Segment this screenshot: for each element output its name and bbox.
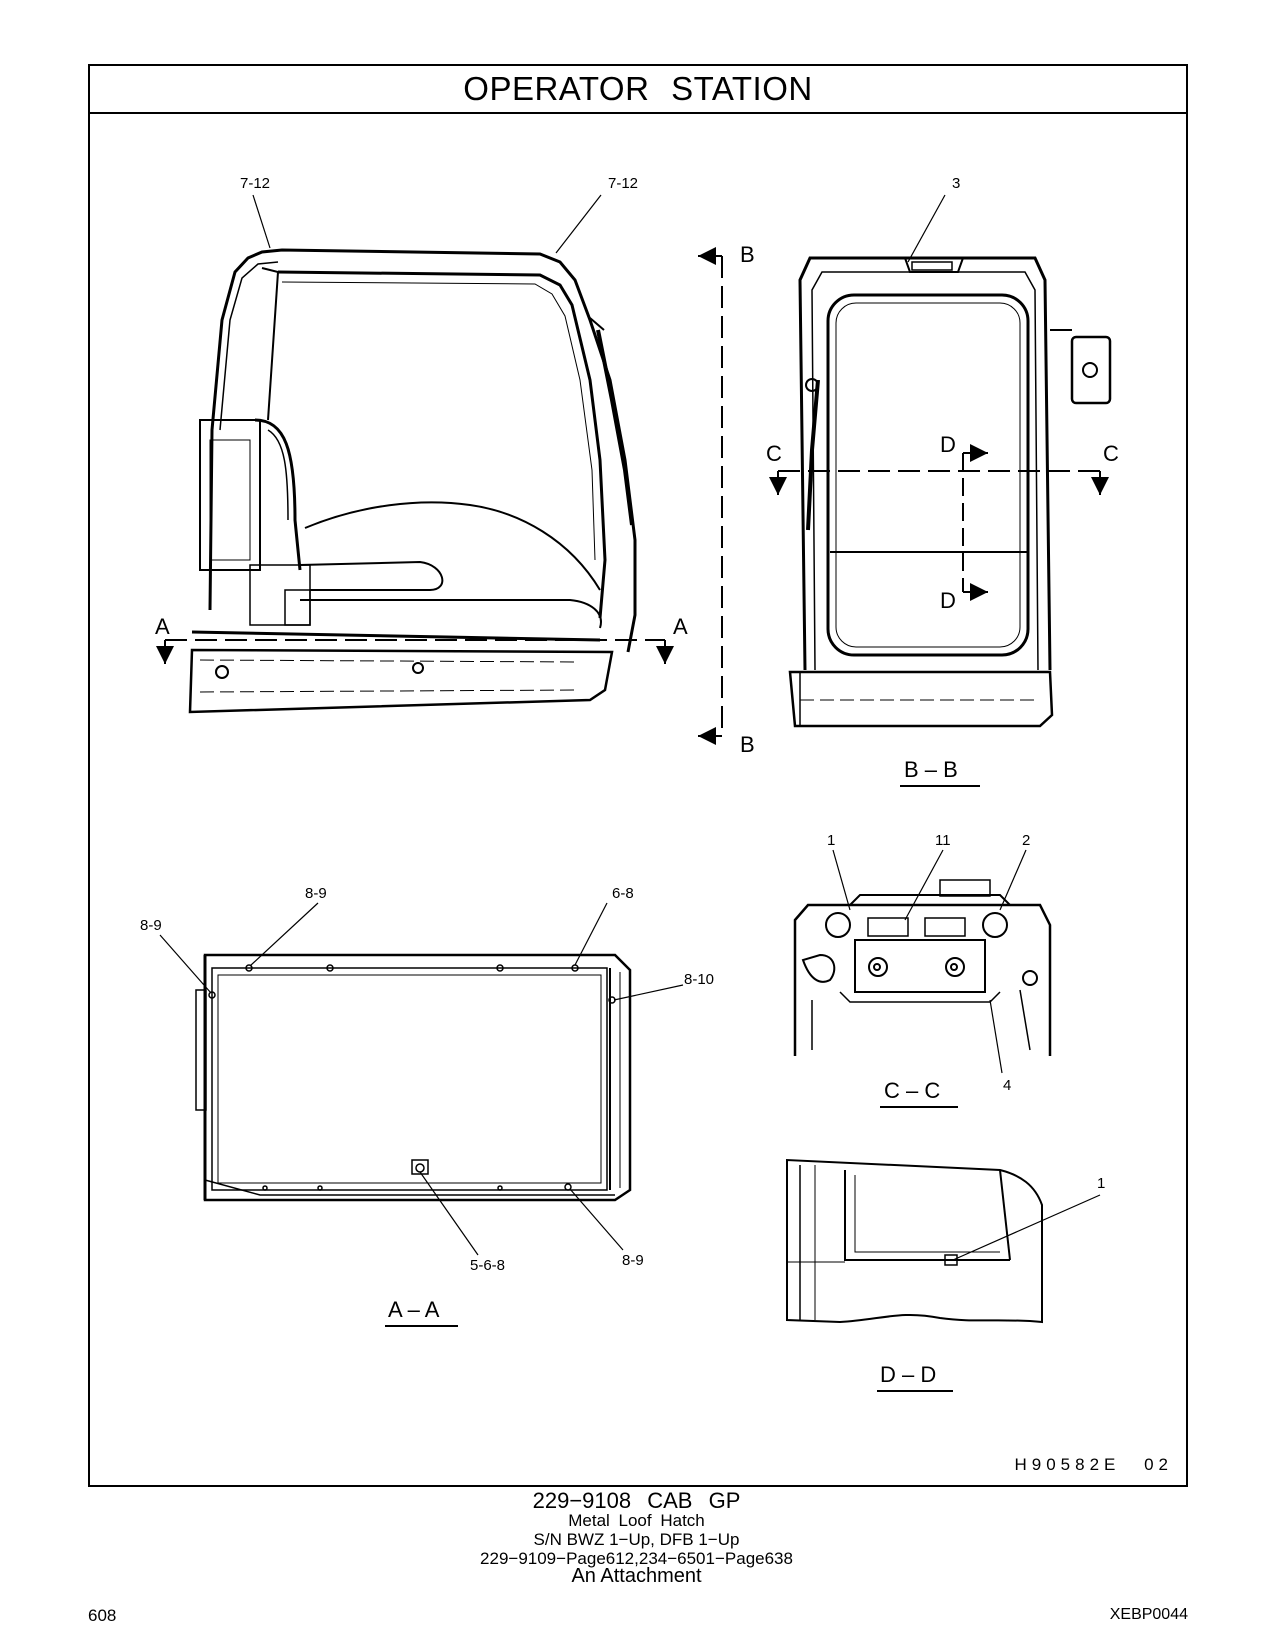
callout-8-10: 8-10 [684, 971, 714, 988]
section-a-a-view [159, 902, 684, 1256]
caption-part-number: 229−9108 CAB GP [532, 1488, 741, 1513]
section-mark-a-right: A [673, 614, 688, 639]
section-c-c-view [793, 849, 1052, 1074]
callout-1-dd: 1 [1097, 1175, 1105, 1192]
drawing-frame: OPERATOR STATION [88, 64, 1188, 1487]
callout-2: 2 [1022, 832, 1030, 849]
view-title-d-d: D – D [880, 1362, 936, 1387]
section-mark-d-bottom: D [940, 588, 956, 613]
section-line-b [698, 247, 723, 745]
section-mark-c-right: C [1103, 441, 1119, 466]
view-title-underlines [385, 785, 980, 1392]
caption-serial-numbers: S/N BWZ 1−Up, DFB 1−Up [533, 1530, 740, 1549]
caption-page-references: 229−9109−Page612,234−6501−Page638 [480, 1549, 793, 1568]
callout-4: 4 [1003, 1077, 1011, 1094]
callout-7-12-right: 7-12 [608, 175, 638, 192]
section-line-d [962, 444, 988, 601]
document-id: XEBP0044 [1109, 1606, 1188, 1623]
section-line-c [769, 470, 1109, 495]
callout-8-9-left: 8-9 [140, 917, 162, 934]
section-mark-d-top: D [940, 432, 956, 457]
caption-description: Metal Loof Hatch [568, 1511, 705, 1530]
callout-11: 11 [935, 832, 951, 849]
callout-1-cc: 1 [827, 832, 835, 849]
page-title: OPERATOR STATION [90, 66, 1186, 114]
drawing-id: H90582E 02 [1014, 1455, 1173, 1474]
section-d-d-view [786, 1158, 1101, 1324]
section-mark-c-left: C [766, 441, 782, 466]
caption-attachment: An Attachment [571, 1565, 702, 1587]
cab-side-view [188, 194, 637, 714]
cab-front-view [788, 194, 1112, 728]
callout-5-6-8: 5-6-8 [470, 1257, 505, 1274]
page-number: 608 [88, 1606, 117, 1625]
view-title-b-b: B – B [904, 757, 958, 782]
callout-7-12-left: 7-12 [240, 175, 270, 192]
section-mark-b-bottom: B [740, 732, 755, 757]
callout-6-8: 6-8 [612, 885, 634, 902]
section-mark-a-left: A [155, 614, 170, 639]
section-mark-b-top: B [740, 242, 755, 267]
callout-3: 3 [952, 175, 960, 192]
section-line-a [156, 639, 674, 664]
callout-8-9-bottom: 8-9 [622, 1252, 644, 1269]
view-title-c-c: C – C [884, 1078, 940, 1103]
view-title-a-a: A – A [388, 1297, 440, 1322]
callout-8-9-top: 8-9 [305, 885, 327, 902]
